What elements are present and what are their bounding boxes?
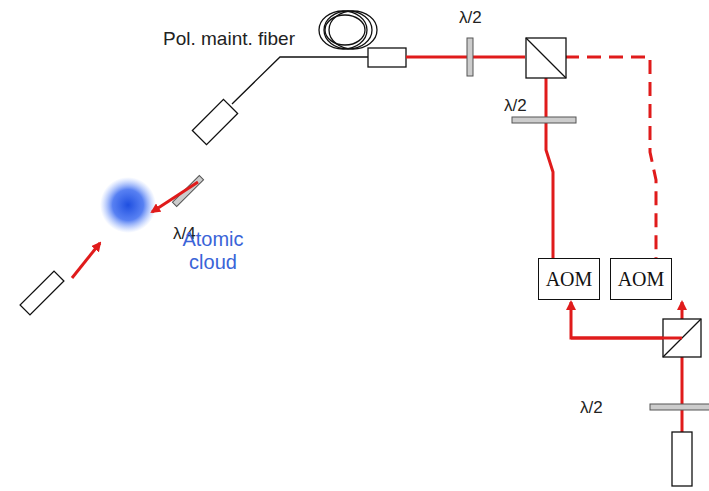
aom-box: AOM bbox=[538, 258, 600, 300]
beam bbox=[406, 56, 525, 59]
half-wave-plate bbox=[650, 404, 709, 410]
beam-splitter-cube bbox=[526, 38, 566, 78]
half-wave-plate bbox=[467, 38, 473, 76]
waveplate-label: λ/2 bbox=[580, 398, 603, 418]
beam bbox=[152, 182, 198, 212]
fiber-label: Pol. maint. fiber bbox=[163, 28, 295, 50]
laser bbox=[672, 432, 692, 486]
quarter-wave-plate bbox=[172, 175, 203, 206]
beam-dashed bbox=[565, 57, 656, 258]
cloud-label: Atomic cloud bbox=[168, 228, 258, 274]
fiber-coupler bbox=[368, 48, 406, 67]
aom-label: AOM bbox=[546, 268, 593, 291]
beam bbox=[546, 78, 553, 258]
beam bbox=[72, 243, 100, 278]
waveplate-label: λ/2 bbox=[459, 8, 482, 28]
waveplate-label: λ/2 bbox=[504, 96, 527, 116]
beam bbox=[571, 337, 682, 340]
fiber bbox=[232, 57, 368, 104]
half-wave-plate bbox=[512, 117, 576, 123]
collimator bbox=[192, 99, 237, 144]
aom-label: AOM bbox=[618, 268, 665, 291]
atomic-cloud bbox=[100, 177, 156, 233]
mirror bbox=[20, 271, 64, 315]
fiber-coil bbox=[319, 11, 377, 49]
aom-box: AOM bbox=[610, 258, 672, 300]
